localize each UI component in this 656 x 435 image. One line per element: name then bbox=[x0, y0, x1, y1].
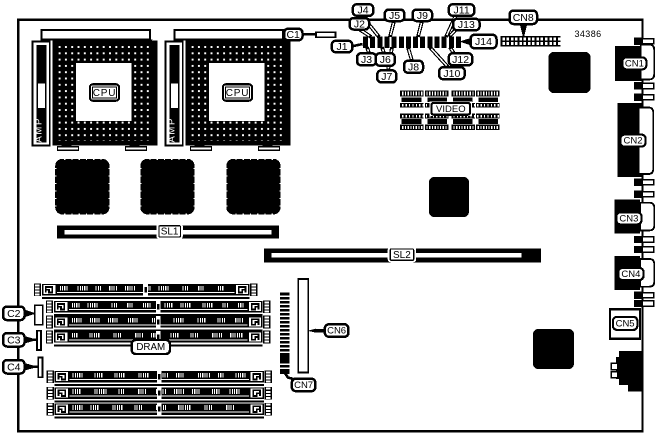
svg-text:C4: C4 bbox=[7, 361, 21, 373]
svg-text:CN2: CN2 bbox=[623, 136, 642, 147]
svg-text:C1: C1 bbox=[286, 29, 300, 41]
svg-text:J14: J14 bbox=[475, 36, 492, 48]
svg-text:SL1: SL1 bbox=[161, 227, 179, 238]
svg-text:CPU: CPU bbox=[226, 88, 250, 99]
svg-text:AMP: AMP bbox=[34, 117, 45, 142]
svg-text:J6: J6 bbox=[380, 54, 391, 66]
svg-text:J3: J3 bbox=[361, 54, 372, 66]
svg-text:J5: J5 bbox=[389, 10, 400, 22]
svg-text:VIDEO: VIDEO bbox=[436, 104, 466, 115]
svg-text:J1: J1 bbox=[337, 41, 348, 53]
svg-text:J10: J10 bbox=[443, 68, 460, 80]
svg-text:C3: C3 bbox=[7, 334, 21, 346]
svg-text:J4: J4 bbox=[358, 5, 369, 17]
svg-text:J8: J8 bbox=[408, 61, 419, 73]
svg-text:CPU: CPU bbox=[93, 88, 117, 99]
svg-text:34386: 34386 bbox=[575, 29, 602, 39]
svg-text:J2: J2 bbox=[354, 18, 365, 30]
svg-text:SL2: SL2 bbox=[393, 250, 411, 261]
svg-text:J11: J11 bbox=[454, 5, 470, 17]
svg-text:CN7: CN7 bbox=[294, 380, 313, 391]
svg-text:CN5: CN5 bbox=[616, 319, 635, 330]
svg-text:CN3: CN3 bbox=[619, 214, 638, 225]
svg-text:CN4: CN4 bbox=[621, 269, 640, 280]
svg-text:J9: J9 bbox=[417, 10, 428, 22]
svg-text:J13: J13 bbox=[458, 19, 475, 31]
svg-text:DRAM: DRAM bbox=[136, 342, 165, 353]
svg-text:J7: J7 bbox=[381, 71, 392, 83]
svg-text:AMP: AMP bbox=[167, 117, 178, 142]
svg-text:CN1: CN1 bbox=[625, 59, 644, 70]
svg-text:C2: C2 bbox=[7, 308, 21, 320]
svg-text:CN6: CN6 bbox=[327, 326, 346, 337]
svg-text:CN8: CN8 bbox=[513, 12, 534, 24]
svg-text:J12: J12 bbox=[452, 54, 469, 66]
